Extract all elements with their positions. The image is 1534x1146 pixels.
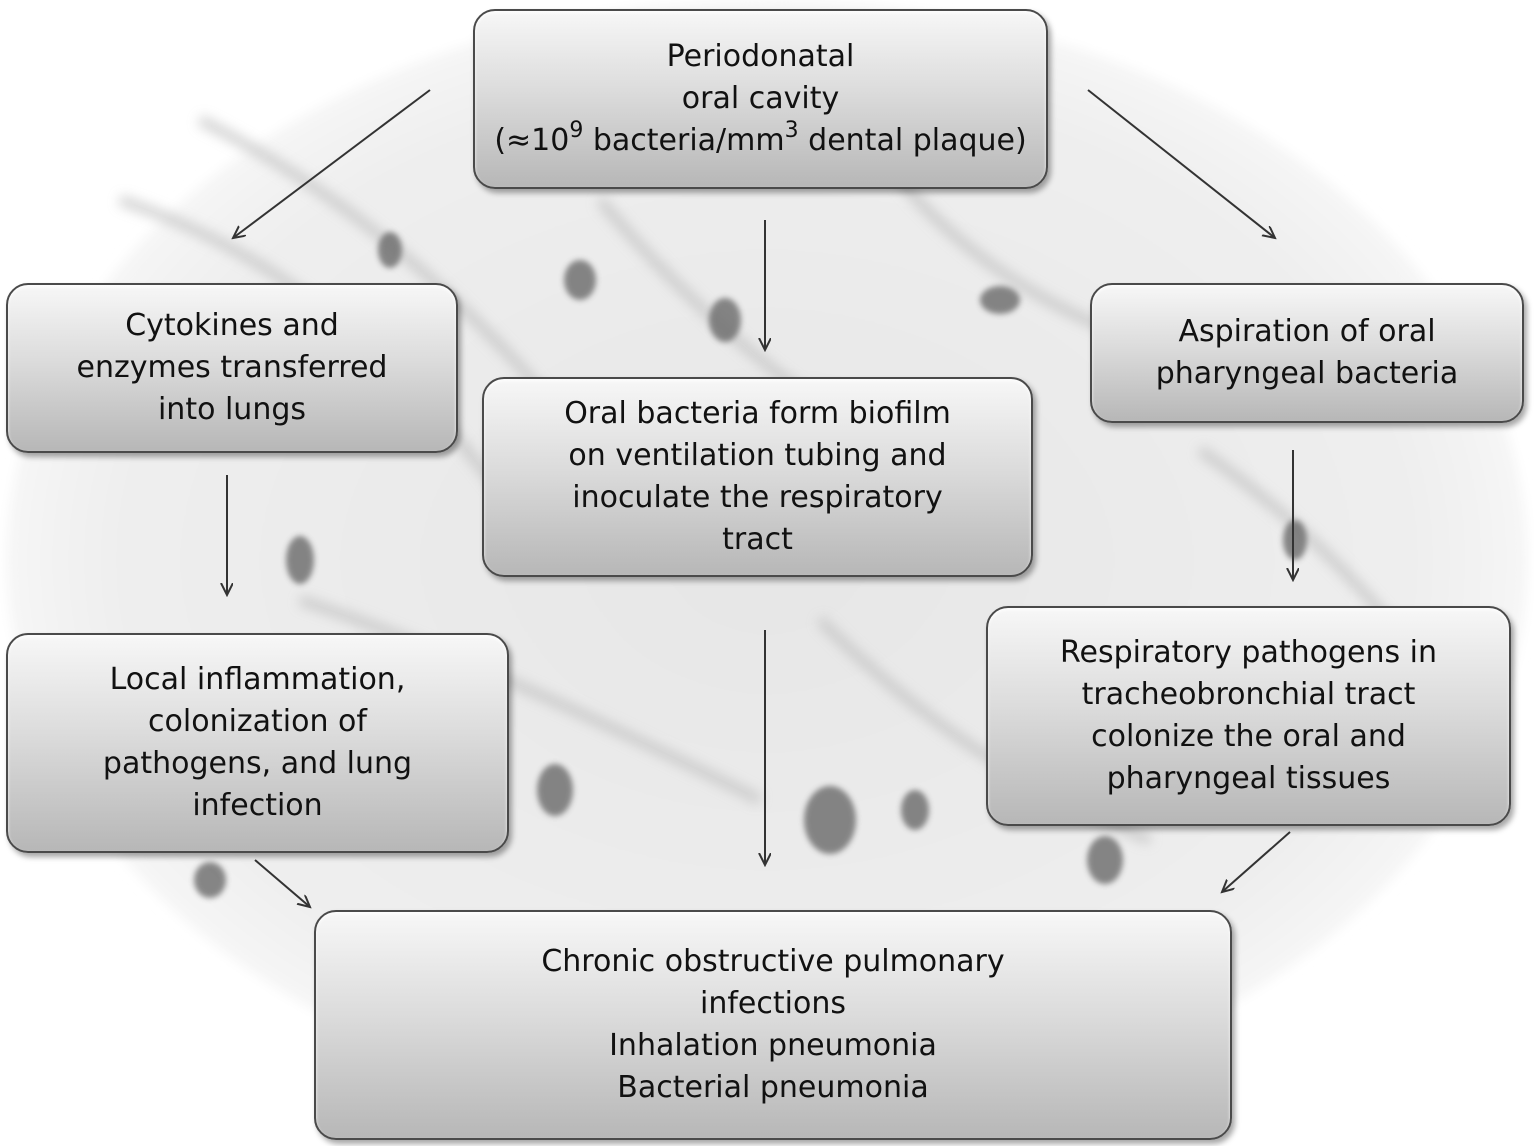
inflammation-line-1: Local inflammation, [109,662,406,697]
outcome-line-2: infections [700,986,846,1021]
pathogens-box: Respiratory pathogens in tracheobronchia… [986,606,1511,826]
biofilm-line-3: inoculate the respiratory [572,480,943,515]
inflammation-line-3: pathogens, and lung [102,746,413,781]
outcome-box: Chronic obstructive pulmonary infections… [314,910,1232,1140]
plaque-exponent-2: 3 [784,118,799,143]
arrow-to-cytokines [233,89,431,238]
inflammation-line-2: colonization of [148,704,367,739]
pathogens-line-1: Respiratory pathogens in [1059,635,1437,670]
outcome-line-1: Chronic obstructive pulmonary [541,944,1005,979]
pathogens-line-3: colonize the oral and [1091,719,1406,754]
arrow-to-outcome-left [254,859,310,907]
plaque-exponent-1: 9 [569,118,584,143]
outcome-line-3: Inhalation pneumonia [609,1028,937,1063]
pathogens-line-2: tracheobronchial tract [1081,677,1416,712]
cytokines-line-3: into lungs [157,392,307,427]
pathogens-line-4: pharyngeal tissues [1106,761,1391,796]
aspiration-box: Aspiration of oral pharyngeal bacteria [1090,283,1524,423]
biofilm-line-4: tract [722,522,793,557]
inflammation-line-4: infection [192,788,323,823]
arrow-to-outcome-right [1222,831,1291,892]
cytokines-line-1: Cytokines and [125,308,339,343]
outcome-line-4: Bacterial pneumonia [617,1070,929,1105]
periodontal-line-2: oral cavity [681,81,840,116]
aspiration-line-1: Aspiration of oral [1178,314,1436,349]
plaque-text-pre: (≈10 [494,123,570,158]
cytokines-line-2: enzymes transferred [76,350,388,385]
plaque-text-mid: bacteria/mm [583,123,785,158]
aspiration-line-2: pharyngeal bacteria [1155,356,1459,391]
biofilm-box: Oral bacteria form biofilm on ventilatio… [482,377,1033,577]
cytokines-box: Cytokines and enzymes transferred into l… [6,283,458,453]
arrow-to-aspiration [1087,89,1275,238]
biofilm-line-2: on ventilation tubing and [568,438,947,473]
plaque-text-post: dental plaque) [798,123,1027,158]
periodontal-line-1: Periodonatal [666,39,855,74]
inflammation-box: Local inflammation, colonization of path… [6,633,509,853]
periodontal-line-3: (≈109 bacteria/mm3 dental plaque) [494,120,1026,162]
biofilm-line-1: Oral bacteria form biofilm [564,396,951,431]
periodontal-box: Periodonatal oral cavity (≈109 bacteria/… [473,9,1048,189]
